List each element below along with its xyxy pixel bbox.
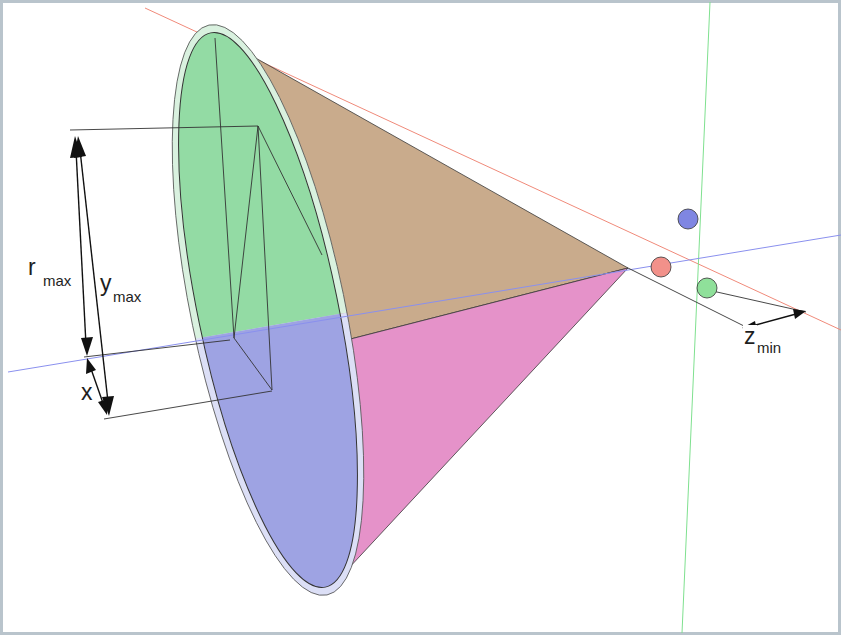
base-rim xyxy=(134,9,403,610)
dimension-arrows xyxy=(70,136,806,416)
extension-lines xyxy=(70,126,806,419)
sphere-blue xyxy=(678,209,698,229)
base-face-upper xyxy=(142,19,394,602)
base-rim-lower xyxy=(134,9,403,610)
dimension-letter: x xyxy=(80,381,94,404)
z-axis xyxy=(8,235,841,372)
sphere-green xyxy=(697,278,717,298)
y-axis xyxy=(682,2,710,633)
base-face-lower xyxy=(142,19,394,602)
dimension-letter: y xyxy=(99,272,113,295)
dimension-subscript: max xyxy=(112,289,142,304)
base-rim-outline xyxy=(134,9,403,610)
dimension-letter: z xyxy=(743,325,757,348)
sphere-red xyxy=(651,257,671,277)
base-face-outline xyxy=(142,19,394,602)
base-rim-upper xyxy=(134,9,403,610)
dimension-subscript: min xyxy=(756,340,782,355)
dimension-letter: r xyxy=(27,256,37,279)
dimension-subscript: max xyxy=(42,273,72,288)
cone-lower-surface xyxy=(331,268,628,584)
construction-lines xyxy=(215,38,322,390)
